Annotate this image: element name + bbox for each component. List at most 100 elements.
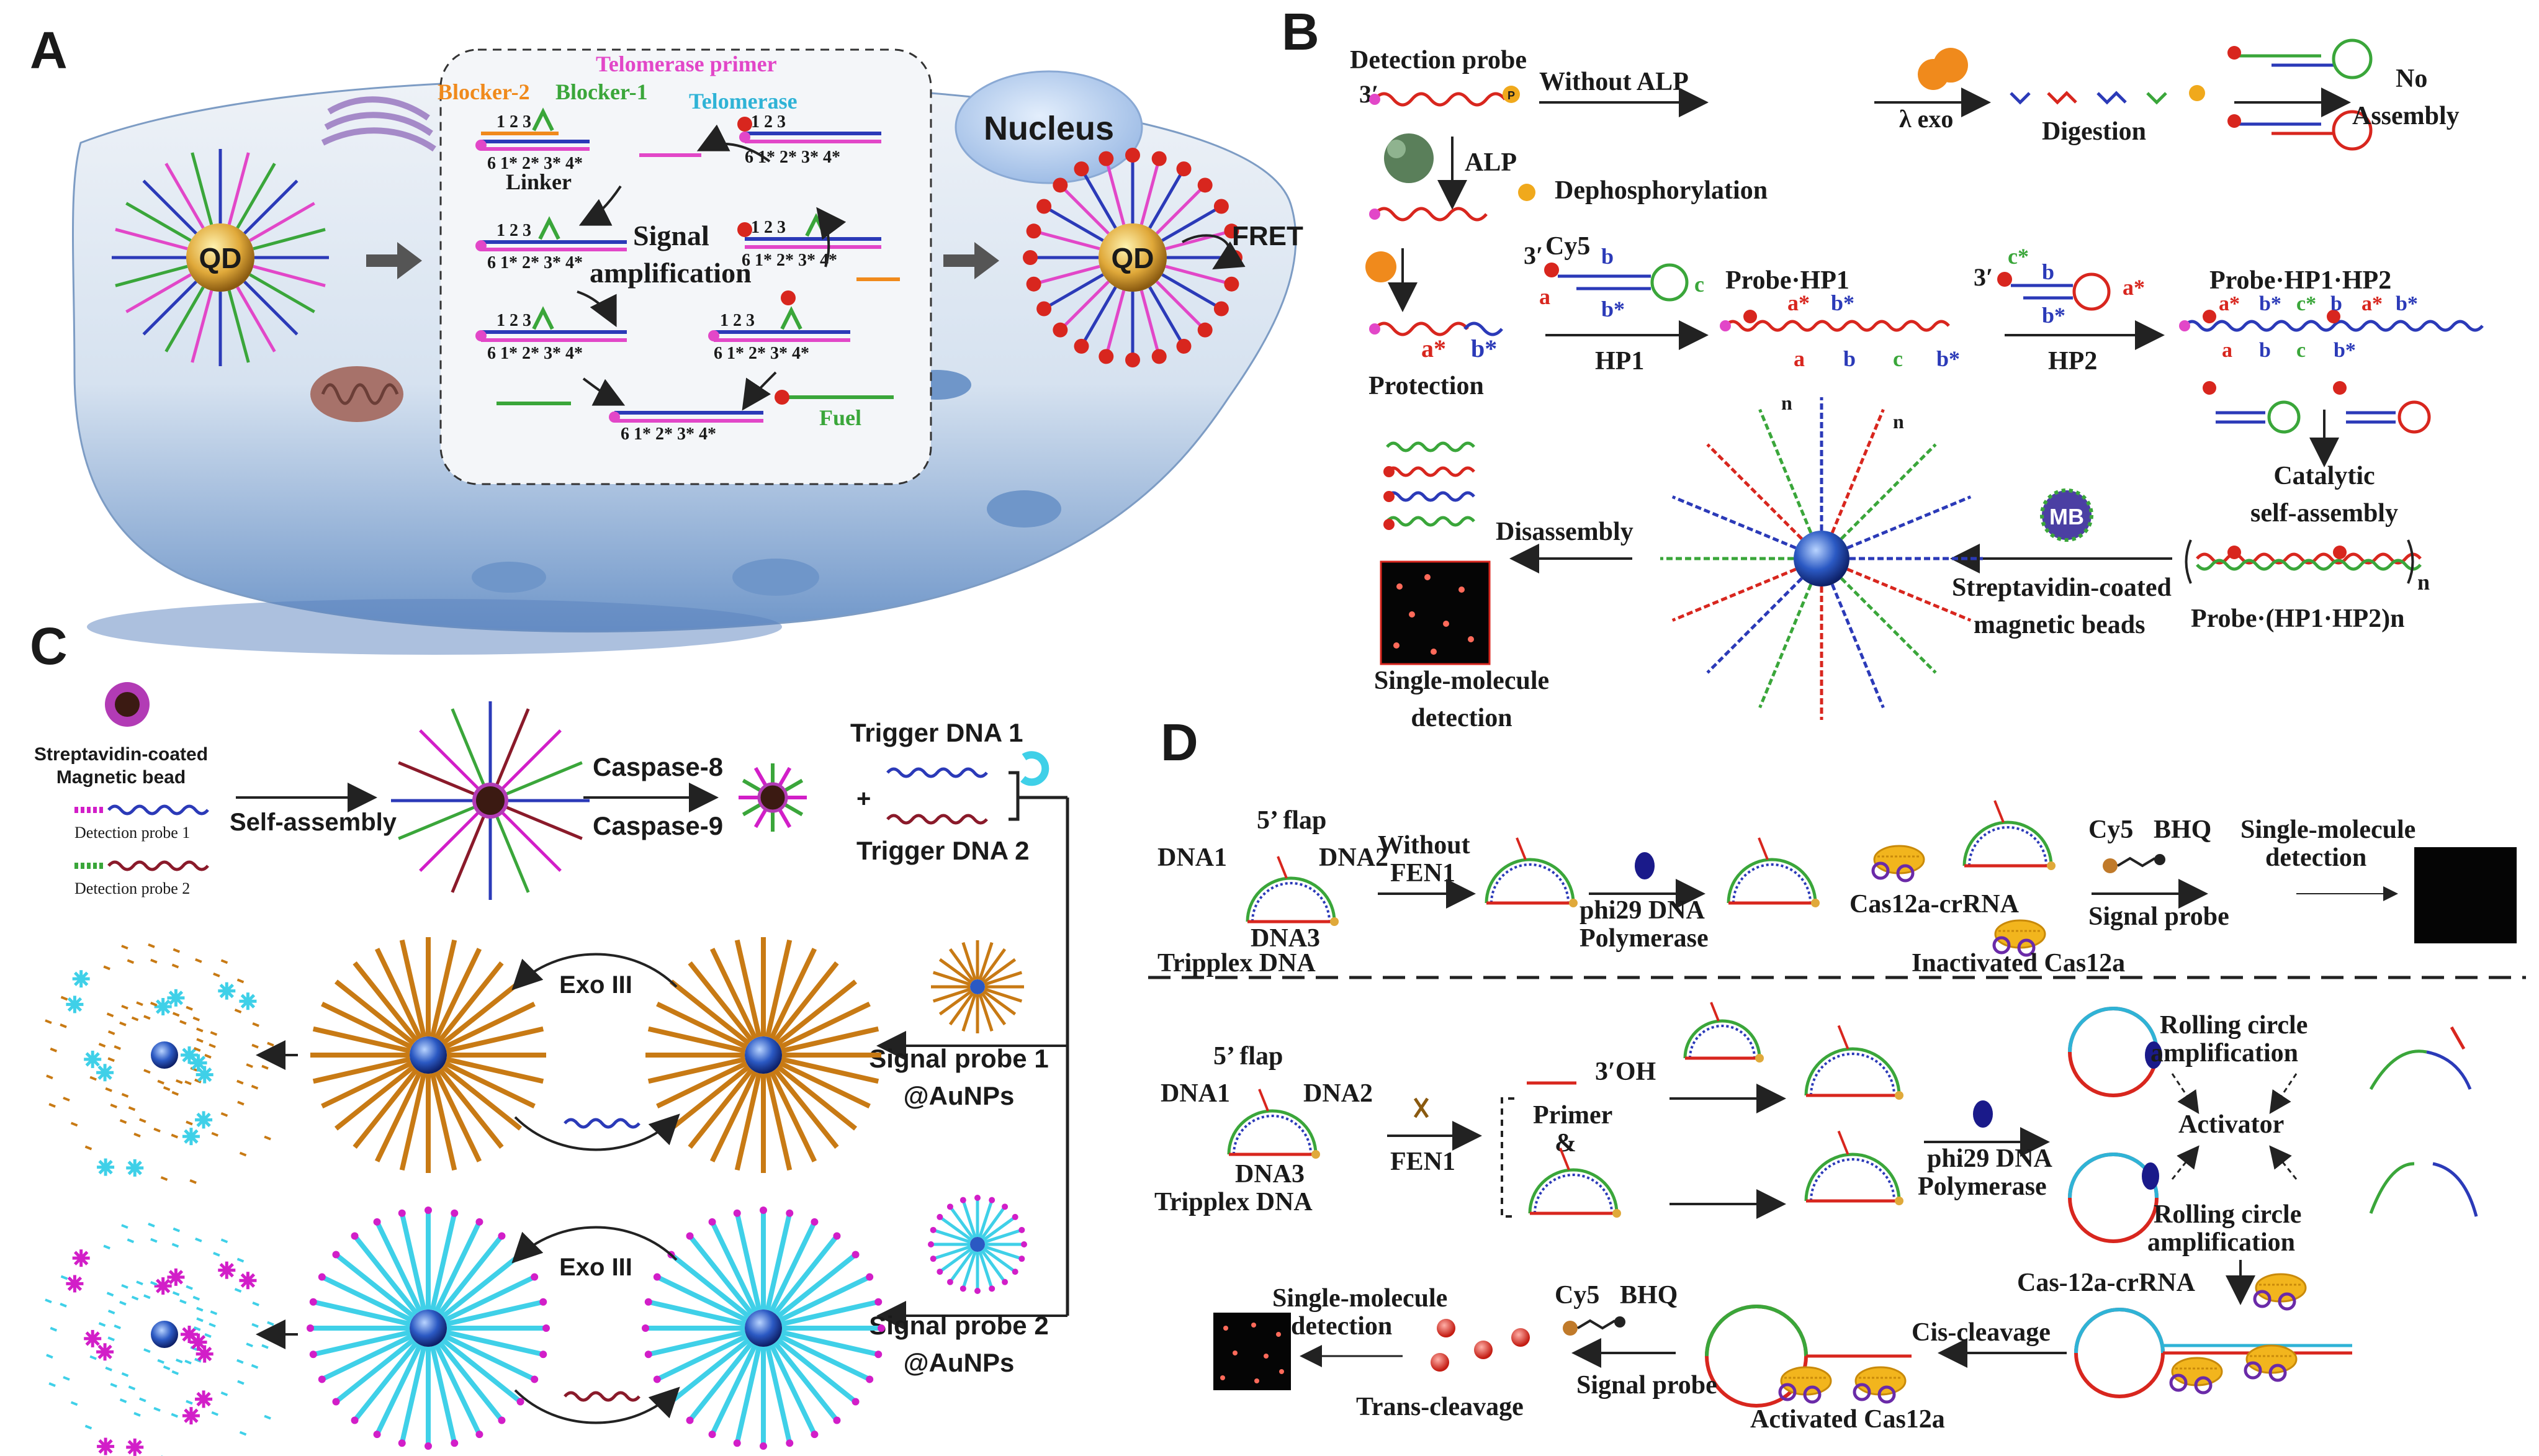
svg-text:6 1* 2* 3* 4*: 6 1* 2* 3* 4*	[714, 344, 809, 363]
magnetic-bead	[1794, 531, 1849, 586]
aunp-cyan-right	[642, 1207, 885, 1450]
cleaved-bead	[739, 763, 807, 832]
self-assembly-label: Self-assembly	[230, 809, 397, 836]
activated-label: Activated Cas12a	[1750, 1405, 1945, 1434]
cycle-arrows	[577, 124, 847, 411]
svg-text:6 1* 2* 3* 4*: 6 1* 2* 3* 4*	[487, 154, 583, 173]
rca-circle-4	[1705, 1305, 1912, 1408]
cleaved-dyes	[1431, 1319, 1530, 1372]
dna3-label-2: DNA3	[1235, 1160, 1305, 1189]
assembly-label: Assembly	[2352, 102, 2460, 130]
trigger1-label: Trigger DNA 1	[850, 718, 1023, 747]
inactivated-label: Inactivated Cas12a	[1912, 949, 2125, 977]
dna1-label-2: DNA1	[1161, 1079, 1230, 1108]
qd-label: QD	[199, 242, 242, 274]
mb-label: MB	[2049, 504, 2084, 529]
signal-probe-icon	[2103, 854, 2165, 873]
cas12a-complex-6	[1853, 1366, 1907, 1404]
dna2-label-2: DNA2	[1303, 1079, 1373, 1108]
signal-label: Signal	[633, 220, 709, 251]
svg-text:a: a	[1794, 346, 1805, 371]
polymerase-label: Polymerase	[1580, 924, 1709, 953]
svg-text:a: a	[1539, 284, 1550, 309]
phi29-label: phi29 DNA	[1580, 896, 1705, 925]
phi29-label-2: phi29 DNA	[1927, 1144, 2053, 1173]
rca-label-2: Rolling circle	[2154, 1200, 2301, 1229]
golgi-organelle	[321, 96, 436, 152]
released-bead-1	[45, 943, 274, 1184]
recycle-icon	[1020, 751, 1049, 786]
sm-spots-d	[1220, 1323, 1284, 1383]
polymerase-icon	[1973, 1100, 1993, 1128]
panel-label-a: A	[30, 21, 68, 79]
svg-text:b*: b*	[1831, 290, 1854, 315]
signal-probe-icon-2	[1563, 1316, 1625, 1336]
scissors-icon	[1413, 1097, 1429, 1118]
catalytic-label: Catalytic	[2273, 462, 2375, 490]
triplex-dna-1	[1246, 856, 1339, 926]
signal-probe-1-particle	[931, 940, 1024, 1033]
single-molecule-label: Single-molecule	[1374, 667, 1549, 695]
sm-spots	[1393, 574, 1474, 655]
aunps1-label: @AuNPs	[904, 1081, 1015, 1110]
disassembly-label: Disassembly	[1496, 518, 1633, 546]
primer-label: Primer	[1533, 1101, 1612, 1130]
fuel-label: Fuel	[819, 405, 861, 430]
svg-text:b: b	[2042, 259, 2054, 284]
svg-text:1 2 3: 1 2 3	[497, 311, 531, 330]
svg-text:b: b	[1843, 346, 1856, 371]
triplex-dna-7	[1683, 1002, 1764, 1063]
self-assembly-label: self-assembly	[2250, 499, 2398, 528]
probe-2-strand	[107, 860, 209, 871]
single-molecule-label-top: Single-molecule	[2240, 816, 2415, 844]
triplex-dna-5	[1227, 1089, 1320, 1159]
fret-label: FRET	[1232, 221, 1303, 251]
exo-cycle-arrow	[511, 1226, 678, 1264]
bhq-label-bottom: BHQ	[1620, 1281, 1678, 1310]
fen1-label-top: FEN1	[1390, 859, 1455, 888]
dna3-label: DNA3	[1251, 924, 1320, 953]
streptavidin-label: Streptavidin-coated	[1952, 573, 2172, 602]
trans-cleavage-label: Trans-cleavage	[1356, 1393, 1524, 1421]
detection-probe-2-label: Detection probe 2	[74, 879, 190, 897]
cas12a-complex-3	[2169, 1357, 2223, 1395]
aunp-cyan-left	[307, 1207, 550, 1450]
blocker2-label: Blocker-2	[438, 79, 530, 104]
cell-floor	[87, 599, 782, 655]
fret-arrow	[1182, 234, 1246, 270]
magnetic-beads-label: magnetic beads	[1974, 611, 2146, 639]
aunp-orange-right	[645, 937, 881, 1173]
hp1-hairpin	[1544, 263, 1689, 302]
rca-amp-label-1: amplification	[2150, 1039, 2298, 1067]
svg-text:a: a	[2222, 339, 2232, 362]
svg-text:1 2 3: 1 2 3	[751, 112, 786, 132]
panel-c: C Streptavidin-coated Magnetic bead Dete…	[30, 617, 1069, 1456]
cy5-label-top: Cy5	[2088, 816, 2133, 844]
duplex-strands	[481, 132, 900, 423]
svg-text:1 2 3: 1 2 3	[720, 311, 755, 330]
signal-probe2-label: Signal probe 2	[869, 1311, 1048, 1340]
seq-b-star: b*	[1471, 335, 1497, 362]
svg-text:c*: c*	[2008, 244, 2029, 269]
rca-amp-label-2: amplification	[2147, 1228, 2295, 1257]
svg-text:b*: b*	[2396, 292, 2418, 315]
exo3-label-2: Exo III	[559, 1254, 632, 1281]
svg-text:a*: a*	[2123, 275, 2145, 300]
svg-text:c: c	[1893, 346, 1903, 371]
flap-label: 5’ flap	[1257, 806, 1326, 835]
magenta-caps	[475, 132, 750, 423]
quantum-dot	[1099, 223, 1167, 292]
triplex-dna-9	[1804, 1130, 1903, 1205]
signal-probe-label-top: Signal probe	[2088, 902, 2229, 931]
single-molecule-image-b	[1380, 560, 1491, 665]
probe-hp1-label: Probe·HP1	[1725, 266, 1849, 295]
digested-fragments	[2010, 91, 2167, 105]
bead-assembly	[1660, 397, 1983, 720]
trigger2-strand	[886, 814, 988, 825]
qd-label: QD	[1112, 242, 1154, 274]
exo-cycle-arrow	[514, 1386, 680, 1424]
detection-probe-strand	[1373, 92, 1506, 107]
single-molecule-label-bottom: Single-molecule	[1272, 1284, 1447, 1313]
svg-text:c: c	[2296, 339, 2306, 362]
probe-1-strand	[107, 804, 209, 816]
